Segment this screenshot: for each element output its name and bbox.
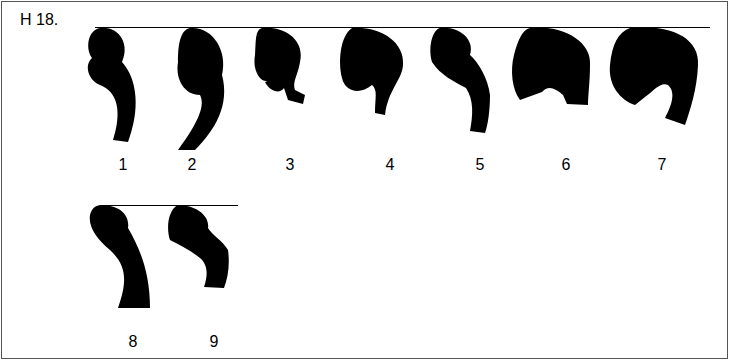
callout-number: 9: [210, 334, 219, 350]
rim-profile: [254, 28, 305, 104]
callout-number: 3: [286, 157, 295, 173]
rim-profile: [90, 205, 150, 308]
callout-number: 1: [119, 157, 128, 173]
callout-number: 4: [386, 157, 395, 173]
callout-number: 7: [658, 157, 667, 173]
rim-profile: [177, 28, 224, 150]
rim-line: [100, 205, 238, 206]
rim-profile: [168, 205, 229, 288]
rim-profiles: [88, 27, 698, 308]
rim-profile: [512, 27, 590, 105]
callout-number: 2: [188, 157, 197, 173]
rim-profile: [610, 27, 698, 125]
callout-number: 8: [129, 334, 138, 350]
rim-profile: [430, 28, 490, 133]
rim-profile: [340, 28, 403, 115]
figure-title: H 18.: [20, 12, 58, 28]
rim-profile: [88, 28, 136, 142]
rim-line: [95, 27, 710, 28]
callout-number: 6: [562, 157, 571, 173]
callout-number: 5: [476, 157, 485, 173]
